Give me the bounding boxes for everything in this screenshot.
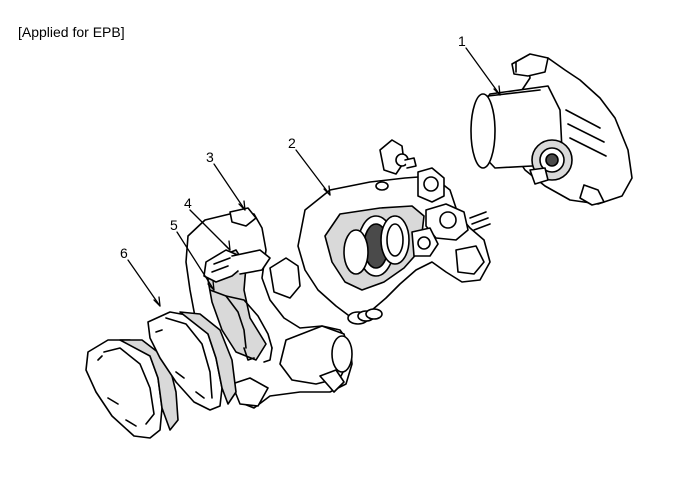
leader-lines [127, 47, 501, 307]
callout-3: 3 [206, 149, 214, 165]
part-5-retaining-clip [209, 289, 273, 363]
callout-6: 6 [120, 245, 128, 261]
part-1-epb-actuator [470, 53, 633, 206]
callout-4: 4 [184, 195, 192, 211]
callout-1: 1 [458, 33, 466, 49]
callout-5: 5 [170, 217, 178, 233]
part-2-caliper-housing [297, 139, 491, 325]
part-6-brake-pads [85, 311, 237, 439]
callout-2: 2 [288, 135, 296, 151]
part-4-pad-spring [203, 249, 271, 283]
diagram-caption: [Applied for EPB] [18, 24, 125, 40]
